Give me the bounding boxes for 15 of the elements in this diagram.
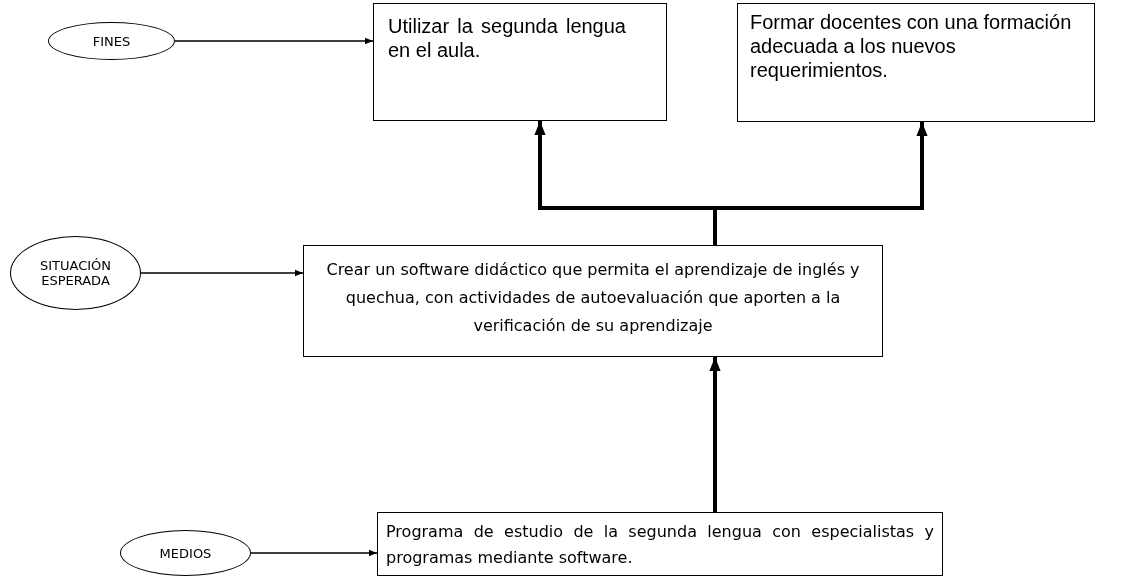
arrow	[250, 549, 378, 557]
arrow	[709, 357, 721, 512]
node-text: Utilizar la segunda lengua en el aula.	[388, 14, 626, 62]
process-box	[377, 512, 943, 576]
node-text: SITUACIÓN ESPERADA	[38, 258, 113, 288]
node-text: Programa de estudio de la segunda lengua con especialistas y programas mediante software.	[386, 521, 934, 570]
node-text: FINES	[92, 33, 131, 49]
node-text: Crear un software didáctico que permita el aprendizaje de inglés y quechua, con actividades de autoevaluación que aporten a la verificación de su aprendizaje	[325, 259, 861, 337]
process-box	[737, 3, 1095, 122]
arrow	[140, 269, 304, 277]
node-text: MEDIOS	[159, 545, 212, 561]
process-box	[303, 245, 883, 357]
node-text: Formar docentes con una formación adecuada a los nuevos requerimientos.	[750, 10, 1073, 82]
process-box	[373, 3, 667, 121]
arrow	[174, 37, 374, 45]
